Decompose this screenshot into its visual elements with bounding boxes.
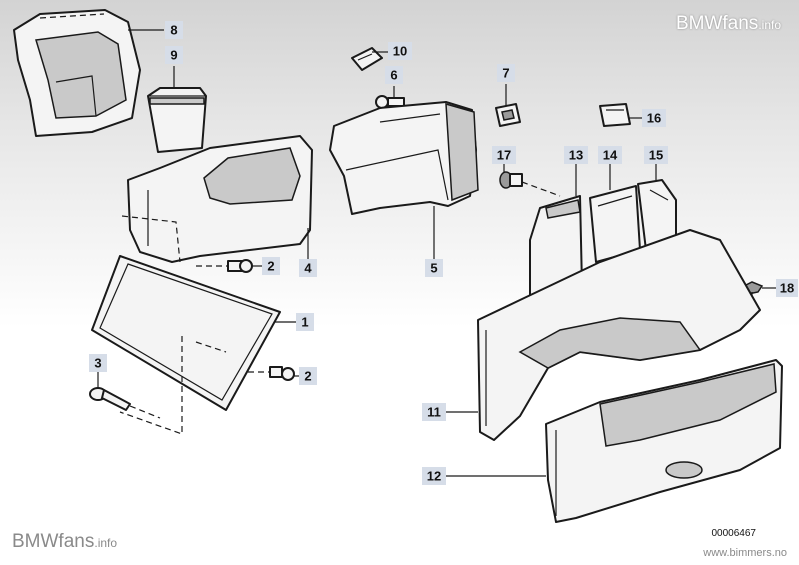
callout-18: 18 — [776, 279, 798, 297]
watermark-bottom-main: BMWfans — [12, 531, 95, 552]
callout-13: 13 — [564, 146, 588, 164]
callout-label: 1 — [301, 315, 308, 330]
part-4-side-trim-panel — [121, 135, 313, 263]
callout-6: 6 — [385, 66, 403, 84]
part-2-screw-lower — [248, 366, 295, 381]
part-15-bracket — [637, 179, 677, 251]
callout-label: 5 — [430, 261, 437, 276]
callout-11: 11 — [422, 403, 446, 421]
callout-label: 9 — [170, 48, 177, 63]
part-12-lower-trim-panel — [545, 359, 783, 523]
callout-2-lower: 2 — [299, 367, 317, 385]
callout-label: 2 — [304, 369, 311, 384]
callout-label: 13 — [569, 148, 583, 163]
callout-label: 8 — [170, 23, 177, 38]
callout-16: 16 — [642, 109, 666, 127]
callout-label: 17 — [497, 148, 511, 163]
callout-label: 10 — [393, 44, 407, 59]
callout-label: 14 — [603, 148, 618, 163]
watermark-top-main: BMWfans — [675, 13, 759, 34]
part-11-wheel-arch-trim — [477, 229, 761, 441]
watermark-bottom: BMWfans.info — [12, 532, 117, 551]
callout-label: 3 — [94, 356, 101, 371]
watermark-top: BMWfans.info — [676, 14, 781, 33]
callout-2-upper: 2 — [262, 257, 280, 275]
callout-label: 18 — [780, 281, 794, 296]
callout-9: 9 — [165, 46, 183, 64]
callout-4: 4 — [299, 259, 317, 277]
part-17-plug — [499, 171, 561, 197]
part-3-fastening-screw — [89, 387, 161, 419]
callout-7: 7 — [497, 64, 515, 82]
callout-12: 12 — [422, 467, 446, 485]
callout-1: 1 — [296, 313, 314, 331]
part-1-cover-panel — [91, 255, 281, 435]
part-13-bracket — [529, 195, 583, 301]
callout-label: 12 — [427, 469, 441, 484]
callout-label: 7 — [502, 66, 509, 81]
part-7-bracket-clip — [495, 103, 521, 127]
callout-label: 16 — [647, 111, 661, 126]
callout-label: 2 — [267, 259, 274, 274]
callout-3: 3 — [89, 354, 107, 372]
part-8-tray-cover — [13, 9, 141, 137]
callout-10: 10 — [388, 42, 412, 60]
watermark-top-suffix: .info — [758, 18, 781, 32]
part-5-side-trim — [329, 101, 479, 215]
callout-label: 4 — [304, 261, 312, 276]
drawing-reference-number: 00006467 — [712, 528, 757, 539]
source-url: www.bimmers.no — [703, 547, 787, 559]
part-16-retaining-clip — [599, 103, 631, 127]
callout-17: 17 — [492, 146, 516, 164]
callout-5: 5 — [425, 259, 443, 277]
part-10-clip — [351, 47, 383, 71]
callout-label: 15 — [649, 148, 663, 163]
watermark-bottom-suffix: .info — [94, 536, 118, 550]
callout-label: 6 — [390, 68, 397, 83]
part-9-storage-cup — [147, 87, 207, 153]
callout-14: 14 — [598, 146, 622, 164]
callout-15: 15 — [644, 146, 668, 164]
leader-lines — [97, 29, 776, 477]
part-2-screw-upper — [196, 259, 253, 273]
callout-label: 11 — [427, 405, 441, 420]
callout-8: 8 — [165, 21, 183, 39]
